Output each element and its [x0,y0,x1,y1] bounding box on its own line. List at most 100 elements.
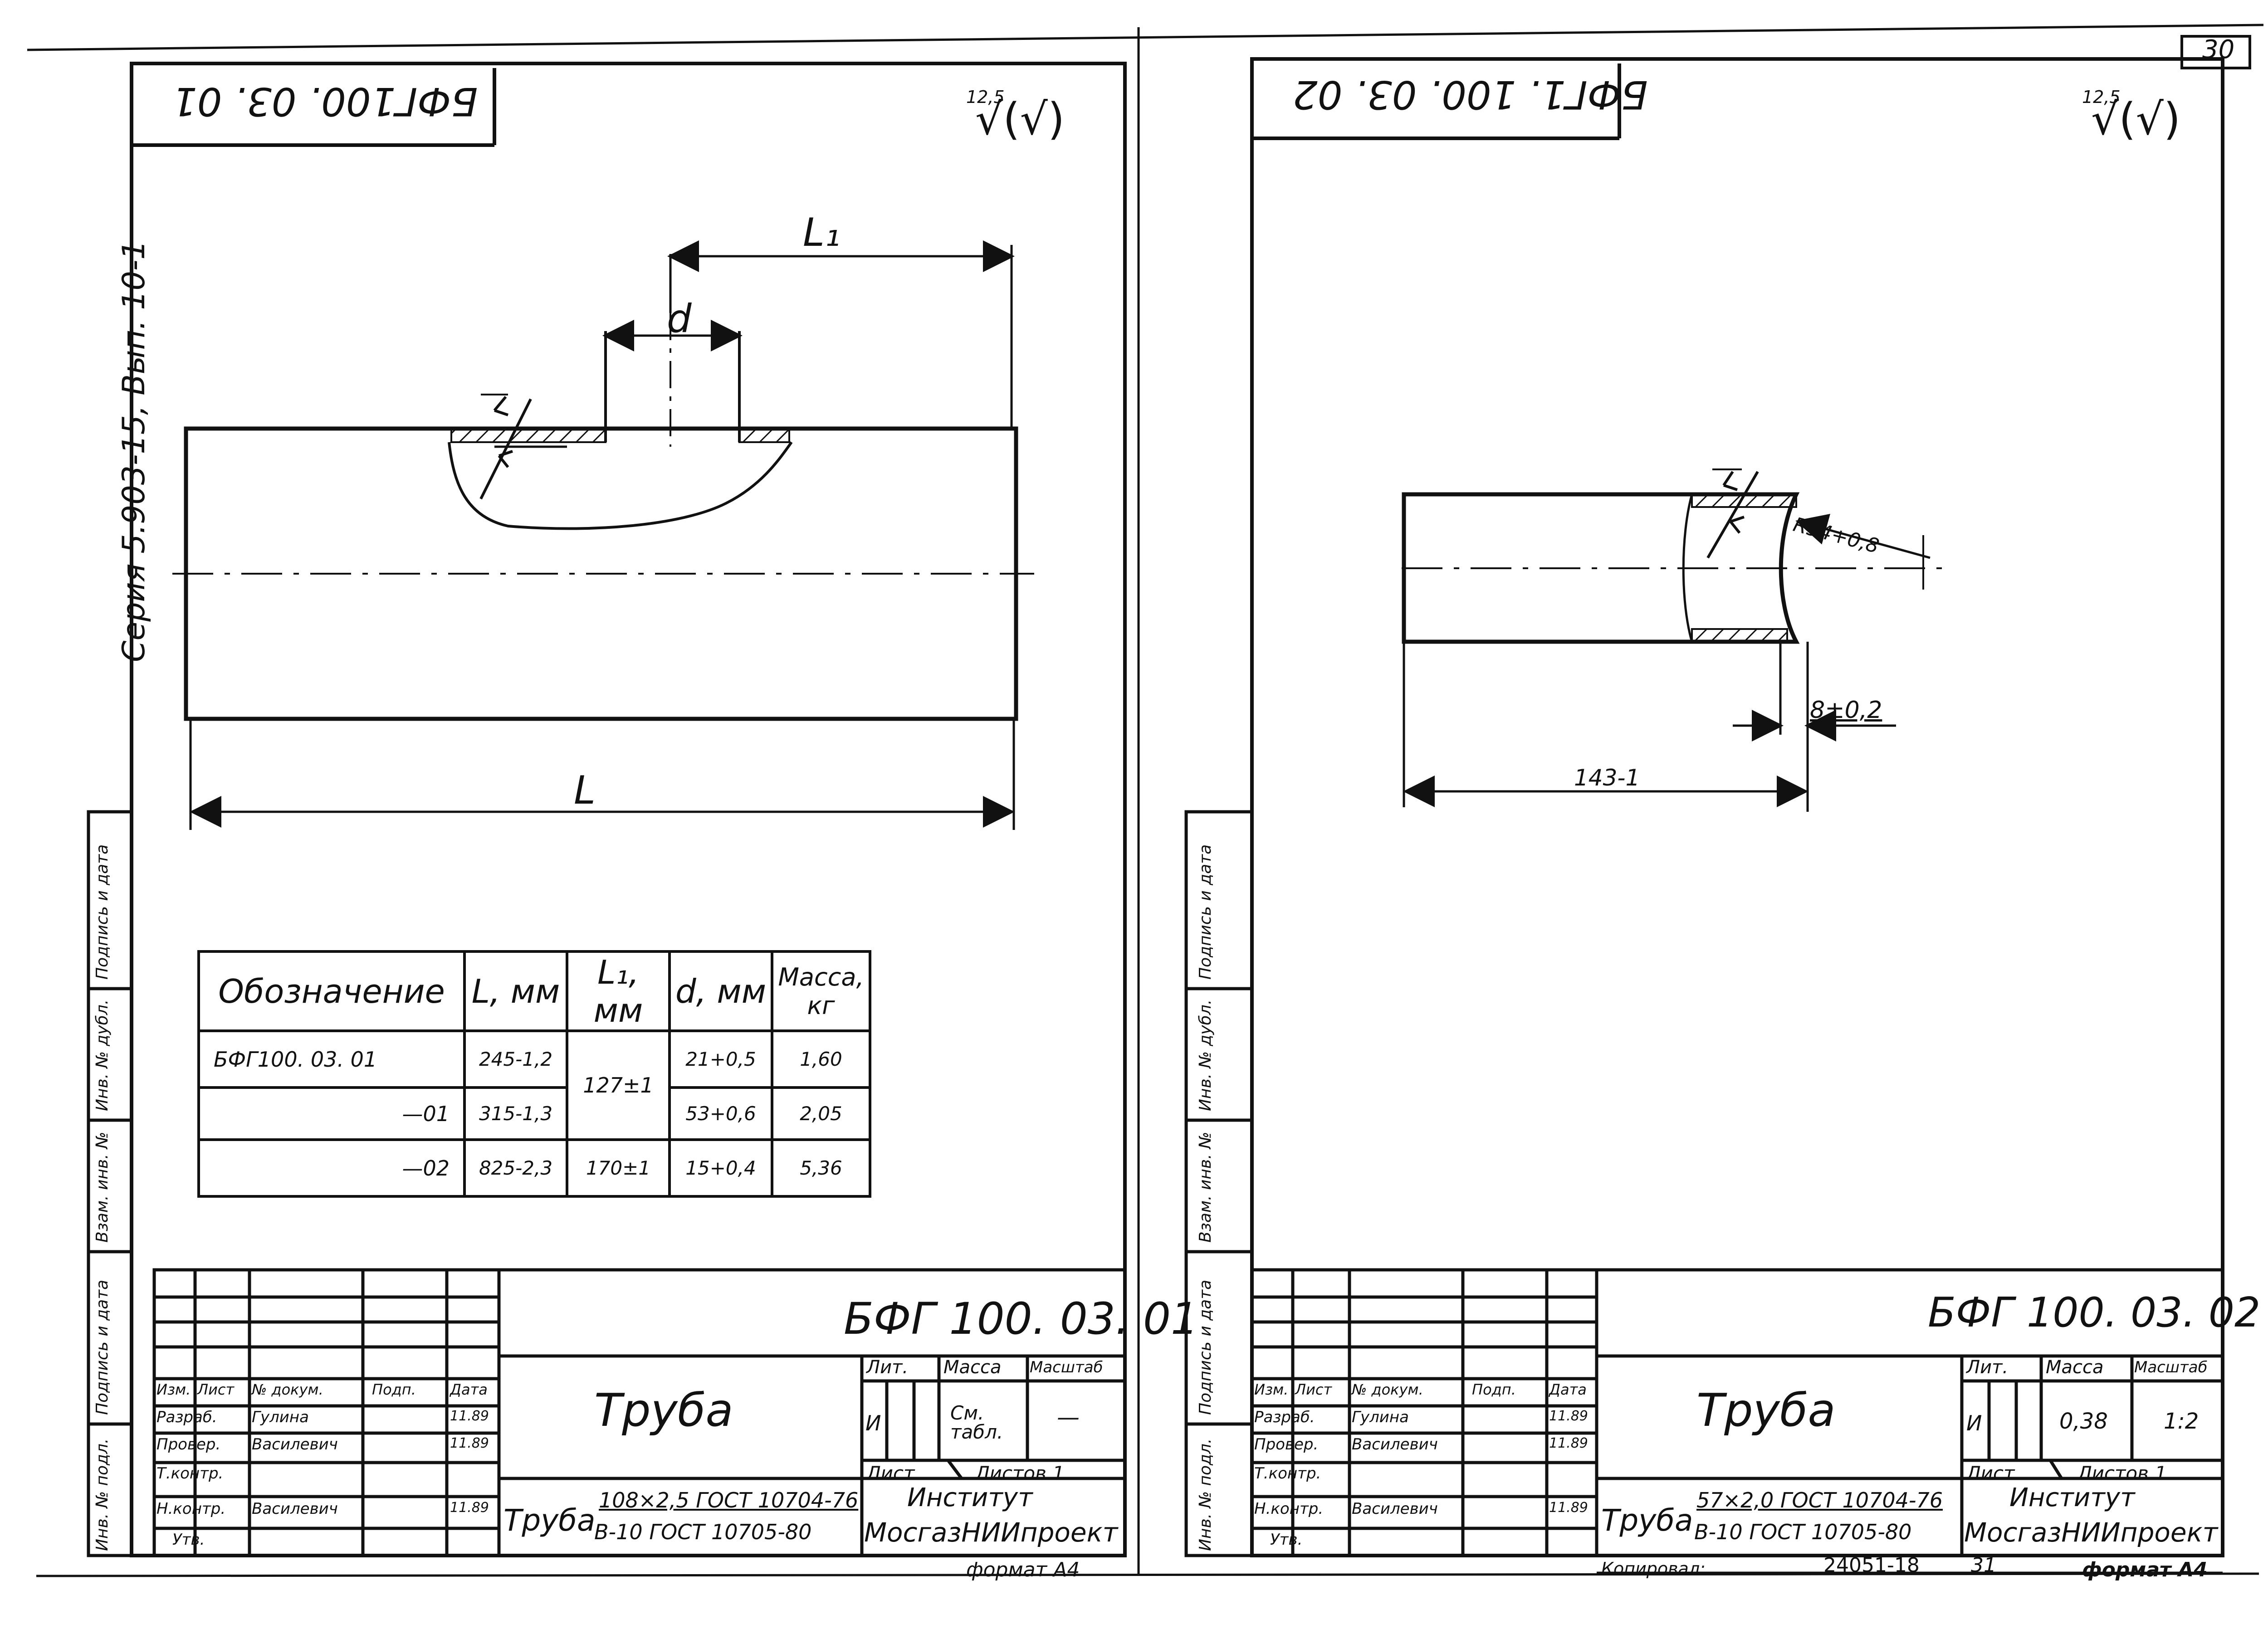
left-dim-L1: L₁ [803,210,841,255]
right-person-role: Н.контр. [1254,1500,1324,1518]
left-person-name: Василевич [252,1500,338,1518]
left-stamp-scale-label: Масштаб [1030,1358,1103,1376]
left-code-box: БФГ100. 03. 01 [172,78,478,124]
table-header: Обозначение [197,950,466,1032]
left-margin-label-5: Подпись и дата [93,844,112,980]
right-stamp-lit-value: И [1966,1411,1982,1435]
right-stamp-title: Труба [1696,1384,1836,1437]
table-cell: 127±1 [566,1029,671,1141]
right-stamp-material-line2: В-10 ГОСТ 10705-80 [1694,1520,1912,1544]
right-pipe [1402,468,1950,812]
left-spec-table: Обозначение L, мм L₁, мм d, мм Масса, кг… [197,950,871,1198]
right-margin-label-2: Подпись и дата [1196,1279,1215,1415]
right-person-role: Разраб. [1254,1408,1315,1426]
right-stamp-org-line1: Институт [2009,1483,2135,1512]
table-cell: 53+0,6 [668,1086,773,1141]
left-person-role: Н.контр. [156,1500,226,1518]
left-stamp-material-line1: 108×2,5 ГОСТ 10704-76 [599,1488,859,1512]
right-person-role: Утв. [1270,1531,1303,1549]
left-stamp-grid [152,1268,1127,1557]
right-dim-offset: 8±0,2 [1810,697,1882,724]
right-roughness-value: 12,5 [2082,87,2121,107]
left-stamp-sheets-label: Листов 1 [975,1462,1065,1484]
right-stamp-sheet-no: 31 [1971,1554,1996,1577]
right-role-label: Лист [1295,1381,1332,1398]
left-stamp-org-line1: Институт [907,1483,1033,1512]
left-person-role: Провер. [156,1435,221,1454]
left-role-label: Лист [197,1381,235,1398]
right-stamp-designation: БФГ 100. 03. 02 [1928,1289,2261,1336]
right-margin-label-5: Подпись и дата [1196,844,1215,980]
left-roughness-value: 12,5 [966,87,1005,107]
left-stamp-material-line2: В-10 ГОСТ 10705-80 [594,1520,812,1544]
right-stamp-material-line1: 57×2,0 ГОСТ 10704-76 [1696,1488,1943,1512]
right-stamp-sheet-label: Лист [1966,1462,2015,1484]
table-row: —02 825-2,3 170±1 15+0,4 5,36 [197,1138,871,1198]
left-dim-L: L [574,768,596,813]
left-role-label: Подп. [372,1381,416,1398]
right-stamp-grid [1250,1268,2224,1557]
table-header: L₁, мм [566,950,671,1032]
right-stamp-sheets-label: Листов 1 [2077,1462,2167,1484]
table-cell: —01 [197,1086,466,1141]
right-person-role: Провер. [1254,1435,1319,1454]
left-person-role: Разраб. [156,1408,217,1426]
left-stamp-org-line2: МосгазНИИпроект [864,1517,1118,1548]
left-stamp-scale-value: — [1057,1404,1080,1430]
right-person-date: 11.89 [1549,1500,1588,1516]
left-stamp-material-prefix: Труба [503,1503,596,1538]
table-cell: 245-1,2 [463,1029,568,1089]
right-margin-label-3: Взам. инв. № [1196,1132,1215,1243]
left-person-date: 11.89 [450,1500,489,1516]
left-margin-label-4: Инв. № дубл. [93,999,112,1111]
left-person-role: Т.контр. [156,1464,224,1483]
left-role-label: № докум. [252,1381,323,1398]
table-cell: —02 [197,1138,466,1198]
right-person-date: 11.89 [1549,1408,1588,1424]
right-person-date: 11.89 [1549,1435,1588,1451]
right-person-role: Т.контр. [1254,1464,1321,1483]
table-row: БФГ100. 03. 01 245-1,2 127±1 21+0,5 1,60 [197,1029,871,1141]
right-role-label: Изм. [1254,1381,1289,1398]
left-stamp-lit-value: И [865,1411,881,1435]
right-stamp-mass-value: 0,38 [2059,1409,2108,1434]
left-stamp-title: Труба [594,1384,733,1437]
left-person-role: Утв. [172,1531,205,1549]
table-cell: 170±1 [566,1138,671,1198]
table-cell: 21+0,5 [668,1029,773,1089]
right-stamp-scale-label: Масштаб [2134,1358,2208,1376]
left-stamp-designation: БФГ 100. 03. 01 [844,1293,1199,1344]
left-stamp-sheet-label: Лист [866,1462,915,1484]
right-stamp-org-line2: МосгазНИИпроект [1964,1517,2218,1548]
right-role-label: Дата [1549,1381,1587,1398]
table-row: —01 315-1,3 53+0,6 2,05 [197,1086,871,1141]
left-stamp-mass-value: См. табл. [950,1402,1003,1443]
left-stamp-lit-label: Лит. [866,1357,909,1378]
table-header: d, мм [668,950,773,1032]
right-stamp-material-prefix: Труба [1601,1503,1693,1538]
left-pipe [172,240,1034,830]
right-person-name: Василевич [1352,1500,1438,1518]
table-header: Масса, кг [771,950,871,1032]
right-roughness-symbol: √(√) [2091,94,2181,145]
right-code-box: БФГ1. 100. 03. 02 [1293,72,1648,117]
right-role-label: № докум. [1352,1381,1423,1398]
left-stamp-format: формат А4 [966,1558,1080,1581]
left-person-date: 11.89 [450,1408,489,1424]
right-margin-label-1: Инв. № подл. [1196,1438,1215,1551]
left-person-name: Гулина [252,1408,309,1426]
left-person-date: 11.89 [450,1435,489,1451]
left-dim-d: d [667,296,692,341]
table-cell: 2,05 [771,1086,871,1141]
right-dim-length: 143-1 [1574,765,1640,791]
left-margin-label-3: Взам. инв. № [93,1132,112,1243]
left-role-label: Изм. [156,1381,191,1398]
left-margin-label-2: Подпись и дата [93,1279,112,1415]
left-role-label: Дата [450,1381,488,1398]
table-header: L, мм [463,950,568,1032]
right-margin-label-4: Инв. № дубл. [1196,999,1215,1111]
page-number: 30 [2202,35,2235,64]
table-cell: 1,60 [771,1029,871,1089]
left-margin-label-1: Инв. № подл. [93,1438,112,1551]
